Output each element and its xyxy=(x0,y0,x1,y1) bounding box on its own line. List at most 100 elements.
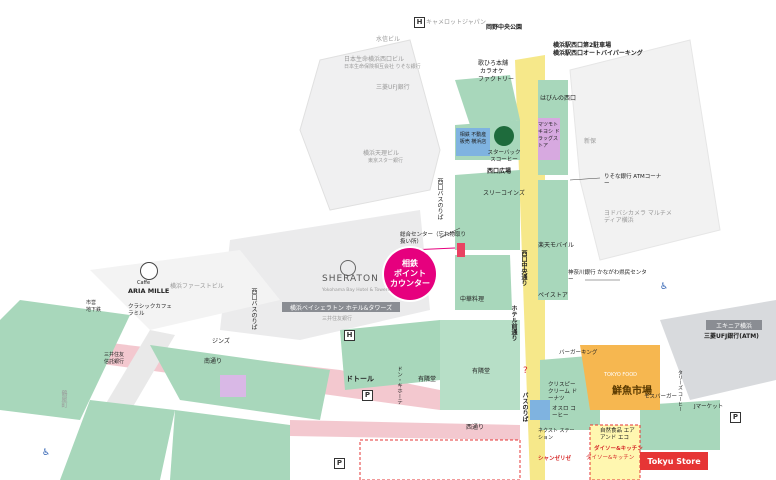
leader-line xyxy=(569,177,601,181)
label-classic-cafe: クラシックカフェ ラミル xyxy=(128,304,172,317)
label-mandarin: 中華料理 xyxy=(460,296,485,303)
label-karaoke: 歌ひろ本舗 xyxy=(478,60,509,67)
label-bus-stop-3: バスのりば xyxy=(521,392,528,422)
hotel-sign-icon: H xyxy=(344,330,355,341)
matsukiyo-block xyxy=(538,118,560,160)
restroom-icon-2: ♿ xyxy=(660,282,669,292)
question-mark-icon: ? xyxy=(523,366,528,376)
label-daiso-kitchen: ダイソー&キッチン xyxy=(586,455,635,461)
label-dotour: ドトール xyxy=(346,375,374,383)
shop-block xyxy=(60,400,175,480)
label-kaisen-2: 有隣堂 xyxy=(472,368,491,375)
label-matsumoto: マツモトキヨシ ドラッグストア xyxy=(538,122,560,149)
label-j-market: Jマーケット xyxy=(694,404,724,410)
label-daiso: ダイソー&キッチン xyxy=(594,446,643,452)
label-cafe-name-2: ARIA MILLE xyxy=(128,287,170,295)
label-nihon-seimei: 日本生命横浜西口ビル xyxy=(344,56,405,63)
label-mufg-top: 三菱UFJ銀行 xyxy=(376,84,410,91)
label-tsuruyacho: 鶴屋町 xyxy=(60,390,67,408)
shop-block xyxy=(538,180,568,300)
yodobashi-block xyxy=(569,39,721,261)
label-shinbo: 新保 xyxy=(584,138,597,145)
label-karaoke2: カラオケ xyxy=(480,68,505,75)
label-burger-king: バーガーキング xyxy=(559,350,598,356)
shop-block xyxy=(455,170,520,250)
callout-line-1: 相鉄 xyxy=(402,259,418,268)
label-tokyu-store: Tokyu Store xyxy=(647,456,701,466)
label-tansu: オスロ コーヒー xyxy=(552,406,576,419)
sheraton-emblem-icon xyxy=(340,260,356,276)
parking-icon: P xyxy=(362,390,373,401)
info-center-marker xyxy=(457,243,465,257)
label-subway: 市営 地下鉄 xyxy=(86,300,102,313)
label-information: 総合センター（忘れ物取り扱い所） xyxy=(400,232,467,245)
fudosan-block xyxy=(456,128,490,156)
label-bus-stop-1: 西口バスのりば xyxy=(436,178,443,220)
label-park: 岡野中央公園 xyxy=(486,24,523,31)
label-sheraton-sub: Yokohama Bay Hotel & Towers xyxy=(322,288,390,293)
shop-block xyxy=(340,320,440,390)
label-rakuten: 楽天モバイル xyxy=(538,242,575,249)
label-tenri-sub: 東京スター銀行 xyxy=(368,158,404,164)
callout-line-3: カウンター xyxy=(390,279,430,288)
label-sheraton-name: 横浜ベイシェラトン ホテル&タワーズ xyxy=(289,304,393,312)
dashed-area xyxy=(359,439,521,480)
label-sotetsu-fudosan: 相鉄 不動産販売 横浜店 xyxy=(459,132,487,145)
callout-line-2: ポイント xyxy=(394,269,426,278)
building-block xyxy=(299,39,441,211)
label-tullys: タリーズ コーヒー xyxy=(677,370,683,412)
label-next-station: ネクスト ステーション xyxy=(538,428,575,441)
first-building-block xyxy=(90,250,280,330)
label-cafe-name: Caffe xyxy=(137,280,151,286)
tokyu-store-sign: Tokyu Store xyxy=(640,452,708,470)
label-nishiguchi-hiroba: 西口広場 xyxy=(487,168,512,175)
label-nishiguchi-dori: 西口中央通り xyxy=(520,250,527,286)
atm-bar: エキニア横浜 xyxy=(706,320,762,330)
label-nishi-dori: 西通り xyxy=(466,424,485,431)
label-auto-parking: 横浜駅西口オートバイパーキング xyxy=(553,50,643,57)
parking-icon-3: P xyxy=(730,412,741,423)
blue-shop xyxy=(530,400,550,420)
label-hanbai: はびんの西口 xyxy=(540,95,577,102)
label-tokyo-food: TOKYO FOOD xyxy=(604,372,637,378)
label-mos: モスバーガー xyxy=(644,394,678,400)
eco-shop-area xyxy=(589,424,641,480)
nishi-dori-road xyxy=(290,420,520,440)
shop-block xyxy=(0,300,130,420)
label-yodobashi: ヨドバシカメラ マルチメディア横浜 xyxy=(604,210,672,224)
parking-sign-icon: H xyxy=(414,17,425,28)
label-sheraton-sub2: 三井住友銀行 xyxy=(322,316,353,322)
label-fresh-market: 鮮魚市場 xyxy=(612,386,652,397)
label-ecoland: 自然食品 エアアンド エコ xyxy=(600,428,635,441)
fresh-market-block xyxy=(580,345,660,410)
label-atm-bar: エキニア横浜 xyxy=(715,322,752,330)
point-counter-callout[interactable]: 相鉄 ポイント カウンター xyxy=(384,248,436,300)
label-sheraton-logo: SHERATON xyxy=(322,274,379,284)
label-mitsui-sumitomo: 三井住友 信託銀行 xyxy=(104,352,125,365)
label-first-building: 横浜ファーストビル xyxy=(170,283,224,290)
shop-block xyxy=(640,400,720,450)
leader-line xyxy=(439,227,461,239)
label-gins: ジンズ xyxy=(212,338,230,345)
shop-block xyxy=(170,410,290,480)
label-paste: ペイストア xyxy=(538,292,568,299)
label-tenri: 横浜天理ビル xyxy=(363,150,400,157)
shop-block xyxy=(455,255,512,310)
label-bus-stop-2: 西口バスのりば xyxy=(250,288,257,330)
label-hotel-dori: ホテル前通り xyxy=(510,305,517,341)
label-karaoke3: ファクトリー xyxy=(478,76,515,83)
purple-shop xyxy=(220,375,246,397)
label-kaisen: 有隣堂 xyxy=(418,376,437,383)
cafe-logo-icon xyxy=(140,262,158,280)
label-parking-2: 横浜駅西口第2駐車場 xyxy=(553,42,612,49)
shop-block xyxy=(455,75,520,125)
starbucks-icon xyxy=(494,126,514,146)
central-street xyxy=(515,55,545,480)
label-crispy: クリスピー クリーム ドーナツ xyxy=(548,382,578,402)
sheraton-name-bar: 横浜ベイシェラトン ホテル&タワーズ xyxy=(282,302,400,312)
label-ecoland-sign: シャンゼリゼ xyxy=(538,456,572,462)
label-nihon-seimei-sub: 日本生命保険相互会社 りそな銀行 xyxy=(344,64,421,70)
label-starbucks: スターバックスコーヒー xyxy=(487,150,521,163)
label-minami-dori: 南通り xyxy=(204,358,223,365)
